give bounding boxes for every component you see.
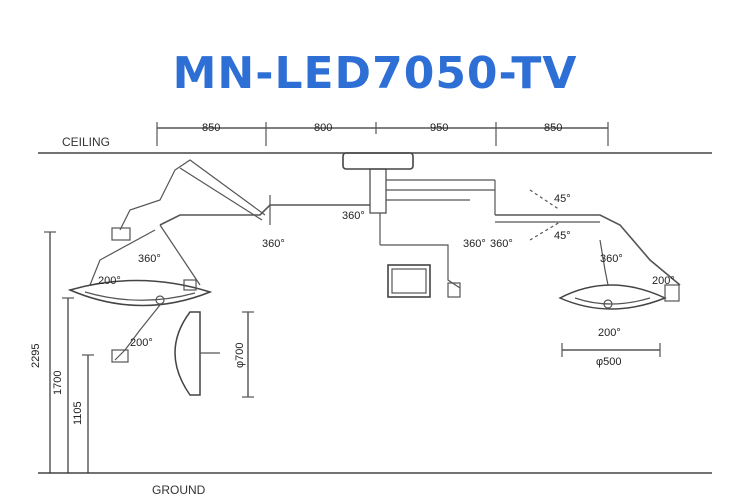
tilt-up: 45° — [554, 193, 571, 205]
right-head-angle: 200° — [652, 275, 675, 287]
rot-right-a: 360° — [463, 238, 486, 250]
height-low: 1105 — [72, 401, 84, 425]
rot-left-joint: 360° — [138, 253, 161, 265]
right-head-bottom-angle: 200° — [598, 327, 621, 339]
rot-right-b: 360° — [490, 238, 513, 250]
right-arm — [495, 214, 681, 286]
height-mid: 1700 — [52, 370, 64, 395]
dim-top-4: 850 — [544, 122, 563, 134]
dim-top-1: 850 — [202, 122, 221, 134]
left-light-head — [67, 279, 213, 307]
left-small-head-angle: 200° — [130, 337, 153, 349]
head-diameter-left: φ700 — [234, 342, 246, 369]
rot-center: 360° — [342, 210, 365, 222]
dim-top-3: 950 — [430, 122, 449, 134]
product-title: MN-LED7050-TV — [172, 48, 578, 99]
ground-label: GROUND — [152, 483, 206, 497]
rot-right-joint: 360° — [600, 253, 623, 265]
tilt-down: 45° — [554, 230, 571, 242]
right-light-head — [558, 284, 667, 310]
rot-left-arm: 360° — [262, 238, 285, 250]
head-diameter-right: φ500 — [596, 356, 622, 368]
dim-top-2: 800 — [314, 122, 333, 134]
left-head-angle: 200° — [98, 275, 121, 287]
ceiling-label: CEILING — [62, 135, 111, 149]
height-total: 2295 — [30, 343, 42, 368]
monitor — [387, 264, 431, 298]
ceiling-mount — [342, 152, 414, 170]
left-arm — [159, 204, 370, 226]
left-spring-arm — [119, 159, 266, 231]
left-small-head — [174, 311, 201, 396]
